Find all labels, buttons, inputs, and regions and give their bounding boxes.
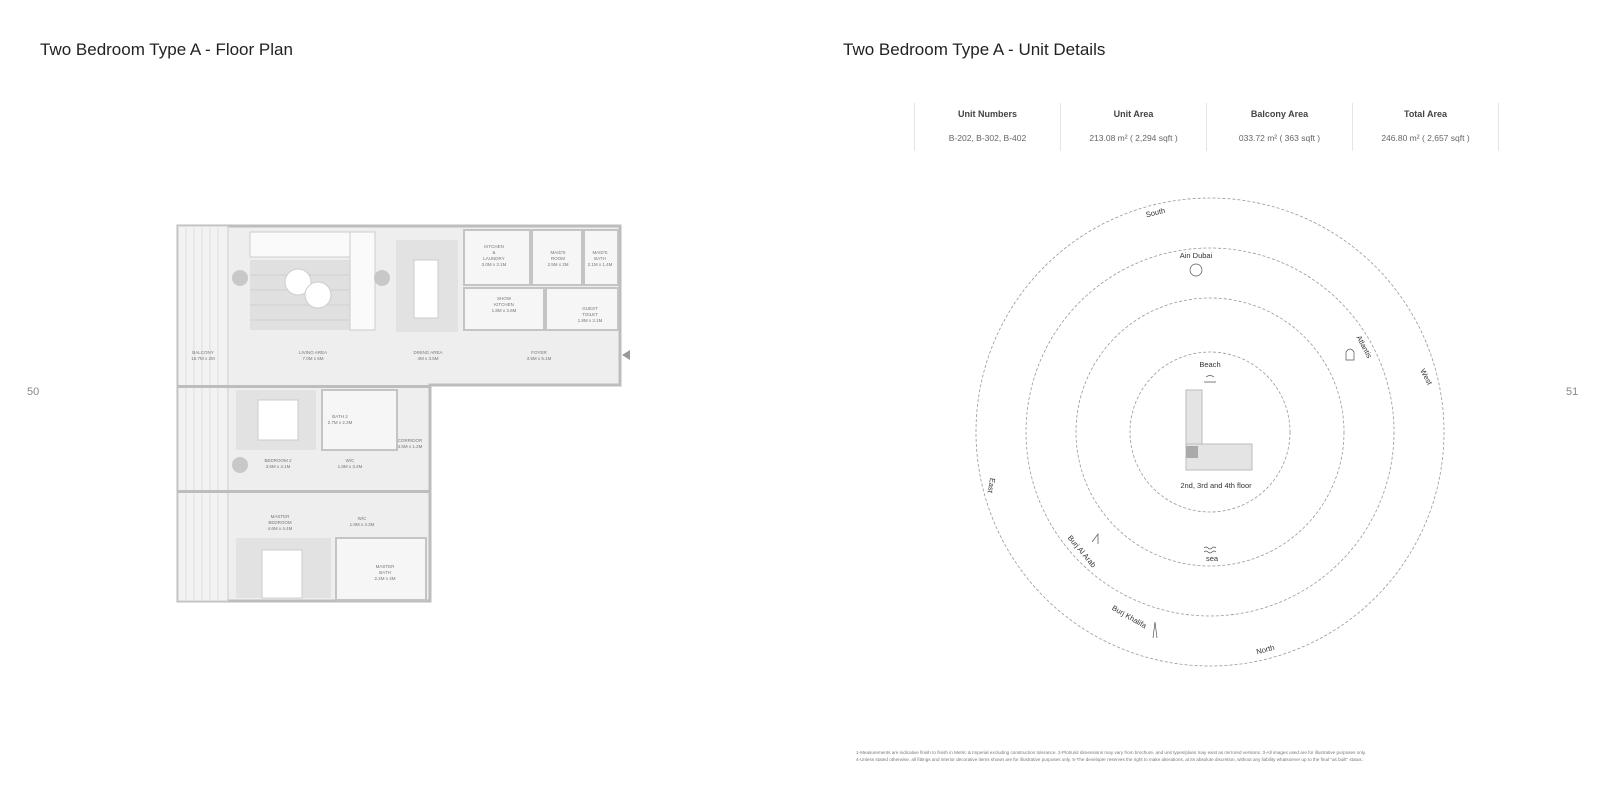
entrance-arrow-icon — [622, 350, 630, 360]
svg-text:Ain Dubai: Ain Dubai — [1180, 251, 1213, 260]
svg-text:DINING AREA: DINING AREA — [413, 350, 442, 355]
sea-icon — [1203, 546, 1217, 554]
disclaimer: 1-Measurements are indicative finish to … — [856, 750, 1367, 762]
svg-text:Burj Khalifa: Burj Khalifa — [1110, 603, 1148, 630]
svg-text:BEDROOM 2: BEDROOM 2 — [264, 458, 292, 463]
svg-text:BATH: BATH — [379, 570, 391, 575]
svg-text:East: East — [986, 477, 998, 494]
svg-text:MASTER: MASTER — [376, 564, 396, 569]
beach-icon — [1204, 375, 1216, 383]
svg-text:BALCONY: BALCONY — [192, 350, 214, 355]
svg-text:4M x 3.5M: 4M x 3.5M — [417, 356, 438, 361]
unit-details-title: Two Bedroom Type A - Unit Details — [843, 40, 1106, 59]
svg-text:2.7M x 2.3M: 2.7M x 2.3M — [328, 420, 353, 425]
svg-text:MAID'S: MAID'S — [592, 250, 607, 255]
svg-text:Atlantis: Atlantis — [1354, 334, 1374, 360]
svg-text:16.7M x 2M: 16.7M x 2M — [191, 356, 215, 361]
svg-text:W/C: W/C — [358, 516, 367, 521]
svg-text:CORRIDOR: CORRIDOR — [398, 438, 423, 443]
svg-text:3.6M x 4.1M: 3.6M x 4.1M — [266, 464, 291, 469]
svg-text:TOILET: TOILET — [582, 312, 598, 317]
atlantis-icon — [1345, 348, 1355, 361]
burj-khalifa-icon — [1152, 621, 1158, 639]
svg-text:MASTER: MASTER — [271, 514, 291, 519]
svg-text:7.0M x 6M: 7.0M x 6M — [302, 356, 323, 361]
svg-text:1.8M x 3.1M: 1.8M x 3.1M — [578, 318, 603, 323]
svg-text:2nd, 3rd and 4th floor: 2nd, 3rd and 4th floor — [1180, 481, 1252, 490]
svg-text:2.2M x 4M: 2.2M x 4M — [374, 576, 395, 581]
svg-text:LAUNDRY: LAUNDRY — [483, 256, 504, 261]
svg-text:BATH 2: BATH 2 — [332, 414, 348, 419]
svg-text:GUEST: GUEST — [582, 306, 598, 311]
svg-text:KITCHEN: KITCHEN — [484, 244, 504, 249]
svg-text:Beach: Beach — [1199, 360, 1220, 369]
svg-text:North: North — [1255, 643, 1275, 656]
svg-text:West: West — [1418, 367, 1434, 387]
svg-text:W/C: W/C — [346, 458, 355, 463]
svg-text:MAID'S: MAID'S — [550, 250, 565, 255]
svg-text:2.1M x 1.4M: 2.1M x 1.4M — [588, 262, 613, 267]
svg-text:South: South — [1145, 206, 1166, 219]
svg-text:4.5M x 1.2M: 4.5M x 1.2M — [398, 444, 423, 449]
svg-text:1.8M x 4.3M: 1.8M x 4.3M — [350, 522, 375, 527]
page-number-right: 51 — [1566, 386, 1579, 398]
svg-text:FOYER: FOYER — [531, 350, 547, 355]
svg-text:BEDROOM: BEDROOM — [268, 520, 292, 525]
svg-text:3.0M x 3.1M: 3.0M x 3.1M — [482, 262, 507, 267]
svg-text:3.5M x 5.1M: 3.5M x 5.1M — [527, 356, 552, 361]
ain-dubai-icon — [1189, 263, 1203, 277]
burj-al-arab-icon — [1091, 532, 1099, 544]
svg-text:1.8M x 3.6M: 1.8M x 3.6M — [492, 308, 517, 313]
svg-text:KITCHEN: KITCHEN — [494, 302, 514, 307]
svg-text:ROOM: ROOM — [551, 256, 565, 261]
floor-plan-title: Two Bedroom Type A - Floor Plan — [40, 40, 293, 59]
svg-text:1.8M x 3.4M: 1.8M x 3.4M — [338, 464, 363, 469]
svg-text:LIVING AREA: LIVING AREA — [299, 350, 327, 355]
svg-text:&: & — [492, 250, 495, 255]
svg-text:SHOW: SHOW — [497, 296, 512, 301]
svg-text:sea: sea — [1206, 554, 1219, 563]
building-footprint — [1185, 389, 1253, 471]
svg-text:BATH: BATH — [594, 256, 606, 261]
svg-text:4.6M x 4.4M: 4.6M x 4.4M — [268, 526, 293, 531]
svg-text:2.5M x 2M: 2.5M x 2M — [547, 262, 568, 267]
page-number-left: 50 — [27, 386, 40, 398]
